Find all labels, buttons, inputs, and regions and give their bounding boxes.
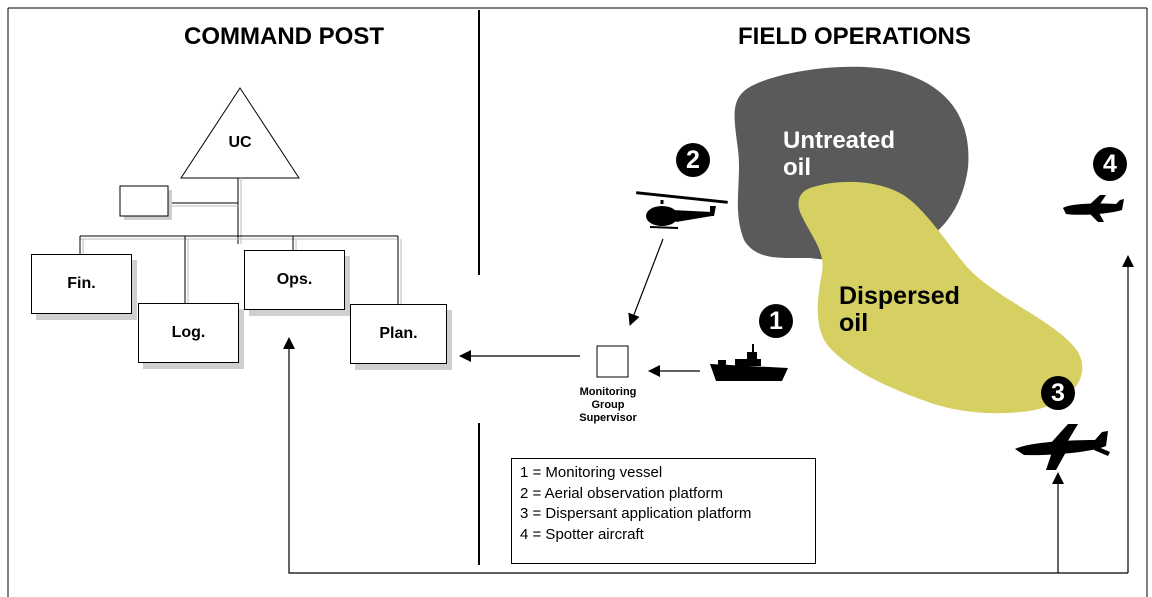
legend-item-2: 2 = Aerial observation platform (520, 484, 724, 502)
command-post-header: COMMAND POST (184, 23, 384, 50)
field-operations-header: FIELD OPERATIONS (738, 23, 971, 50)
ship-icon (710, 344, 788, 381)
marker-4: 4 (1093, 147, 1127, 181)
supervisor-box (596, 345, 629, 378)
legend-item-4: 4 = Spotter aircraft (520, 525, 644, 543)
operations-box: Ops. (244, 250, 345, 310)
dispersant-aircraft-icon (1015, 424, 1110, 470)
uc-label: UC (228, 134, 252, 151)
dispersed-oil-slick (798, 181, 1083, 414)
uc-side-box (119, 185, 169, 217)
planning-box: Plan. (350, 304, 447, 364)
dispersed-line-1: Dispersed (839, 282, 960, 310)
operations-label: Ops. (276, 271, 313, 288)
org-chart-connectors (79, 178, 402, 304)
helicopter-icon (636, 191, 728, 229)
mgs-line-3: Supervisor (579, 412, 637, 424)
legend-item-1: 1 = Monitoring vessel (520, 464, 663, 481)
legend-item-3: 3 = Dispersant application platform (520, 505, 752, 522)
logistics-label: Log. (171, 324, 206, 341)
untreated-oil-label: Untreated oil (783, 127, 895, 181)
logistics-box: Log. (138, 303, 239, 363)
marker-1: 1 (759, 304, 793, 338)
mgs-line-1: Monitoring (579, 386, 637, 398)
uc-triangle (180, 87, 300, 179)
arrow-helicopter-to-supervisor (628, 238, 664, 326)
planning-label: Plan. (379, 325, 418, 342)
untreated-line-1: Untreated (783, 127, 896, 154)
untreated-line-2: oil (783, 154, 811, 181)
finance-box: Fin. (31, 254, 132, 314)
legend-box: 1 = Monitoring vessel 2 = Aerial observa… (511, 458, 816, 564)
flow-arrows (283, 238, 1134, 574)
mgs-line-2: Group (591, 399, 625, 411)
report-line-bottom (283, 337, 1128, 574)
monitoring-group-supervisor-label: Monitoring Group Supervisor (568, 386, 648, 425)
marker-2: 2 (676, 143, 710, 177)
dispersed-line-2: oil (839, 309, 869, 337)
marker-3: 3 (1041, 376, 1075, 410)
spotter-aircraft-icon (1063, 195, 1124, 222)
finance-label: Fin. (67, 275, 96, 292)
dispersed-oil-label: Dispersed oil (839, 283, 960, 337)
